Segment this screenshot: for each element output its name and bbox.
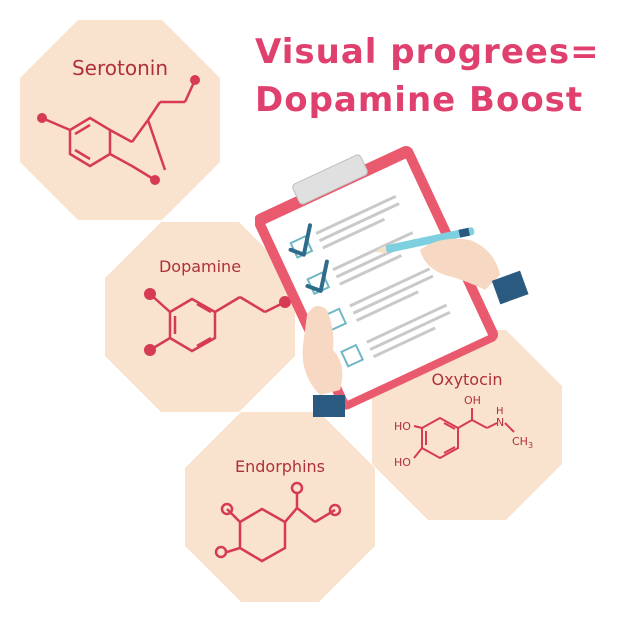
oxytocin-ch3: CH3 xyxy=(512,435,533,450)
clipboard-icon xyxy=(253,146,529,417)
hand-icon xyxy=(302,306,345,417)
serotonin-octagon xyxy=(20,20,220,220)
checkmark-icon xyxy=(288,223,313,257)
endorphins-card: Endorphins xyxy=(185,412,375,602)
pen-icon xyxy=(374,227,475,254)
dopamine-label: Dopamine xyxy=(158,257,242,276)
oxytocin-ho-2: HO xyxy=(394,456,411,469)
serotonin-label: Serotonin xyxy=(71,56,168,80)
title-line-1: Visual progrees= xyxy=(255,32,600,72)
title-line-2: Dopamine Boost xyxy=(255,80,584,120)
oxytocin-ho-1: HO xyxy=(394,420,411,433)
checkmark-icon xyxy=(305,259,329,293)
oxytocin-n: N xyxy=(496,416,504,429)
clipboard-illustration xyxy=(253,140,545,430)
endorphins-octagon xyxy=(185,412,375,602)
dopamine-octagon xyxy=(105,222,295,412)
serotonin-card: Serotonin xyxy=(20,20,220,220)
page-title: Visual progrees= Dopamine Boost xyxy=(255,32,615,120)
oxytocin-oh-top: OH xyxy=(464,394,481,407)
endorphins-label: Endorphins xyxy=(235,457,325,476)
oxytocin-structure-icon xyxy=(413,408,515,460)
oxytocin-h: H xyxy=(496,406,504,417)
oxytocin-card: OH HO HO H N CH3 Oxytocin xyxy=(372,330,562,520)
serotonin-structure-icon xyxy=(41,79,197,182)
endorphins-structure-icon xyxy=(226,492,336,563)
oxytocin-octagon: OH HO HO H N CH3 xyxy=(372,330,562,520)
oxytocin-label: Oxytocin xyxy=(431,370,503,389)
hand-icon xyxy=(420,238,529,305)
dopamine-card: Dopamine xyxy=(105,222,295,412)
